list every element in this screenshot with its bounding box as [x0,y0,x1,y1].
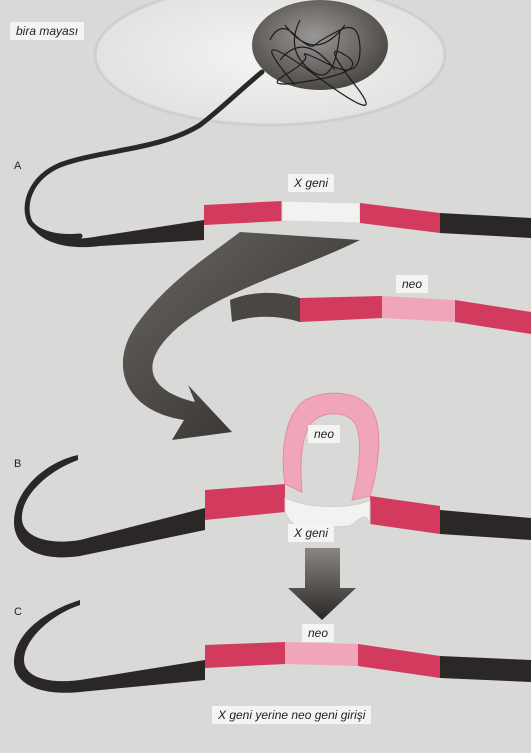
neo-label-construct: neo [396,275,428,293]
step-a-label: A [14,160,21,172]
caption: X geni yerine neo geni girişi [212,706,371,724]
step-b-label: B [14,458,21,470]
neo-label-loop: neo [308,425,340,443]
result-arrow [288,548,356,620]
yeast-label: bira mayası [10,22,84,40]
gene-x-label-a: X geni [288,174,334,192]
neo-construct [230,293,531,334]
row-b-chromosome [14,393,531,557]
neo-label-c: neo [302,624,334,642]
row-c-chromosome [14,600,531,693]
gene-x-label-b: X geni [288,524,334,542]
step-c-label: C [14,606,22,618]
